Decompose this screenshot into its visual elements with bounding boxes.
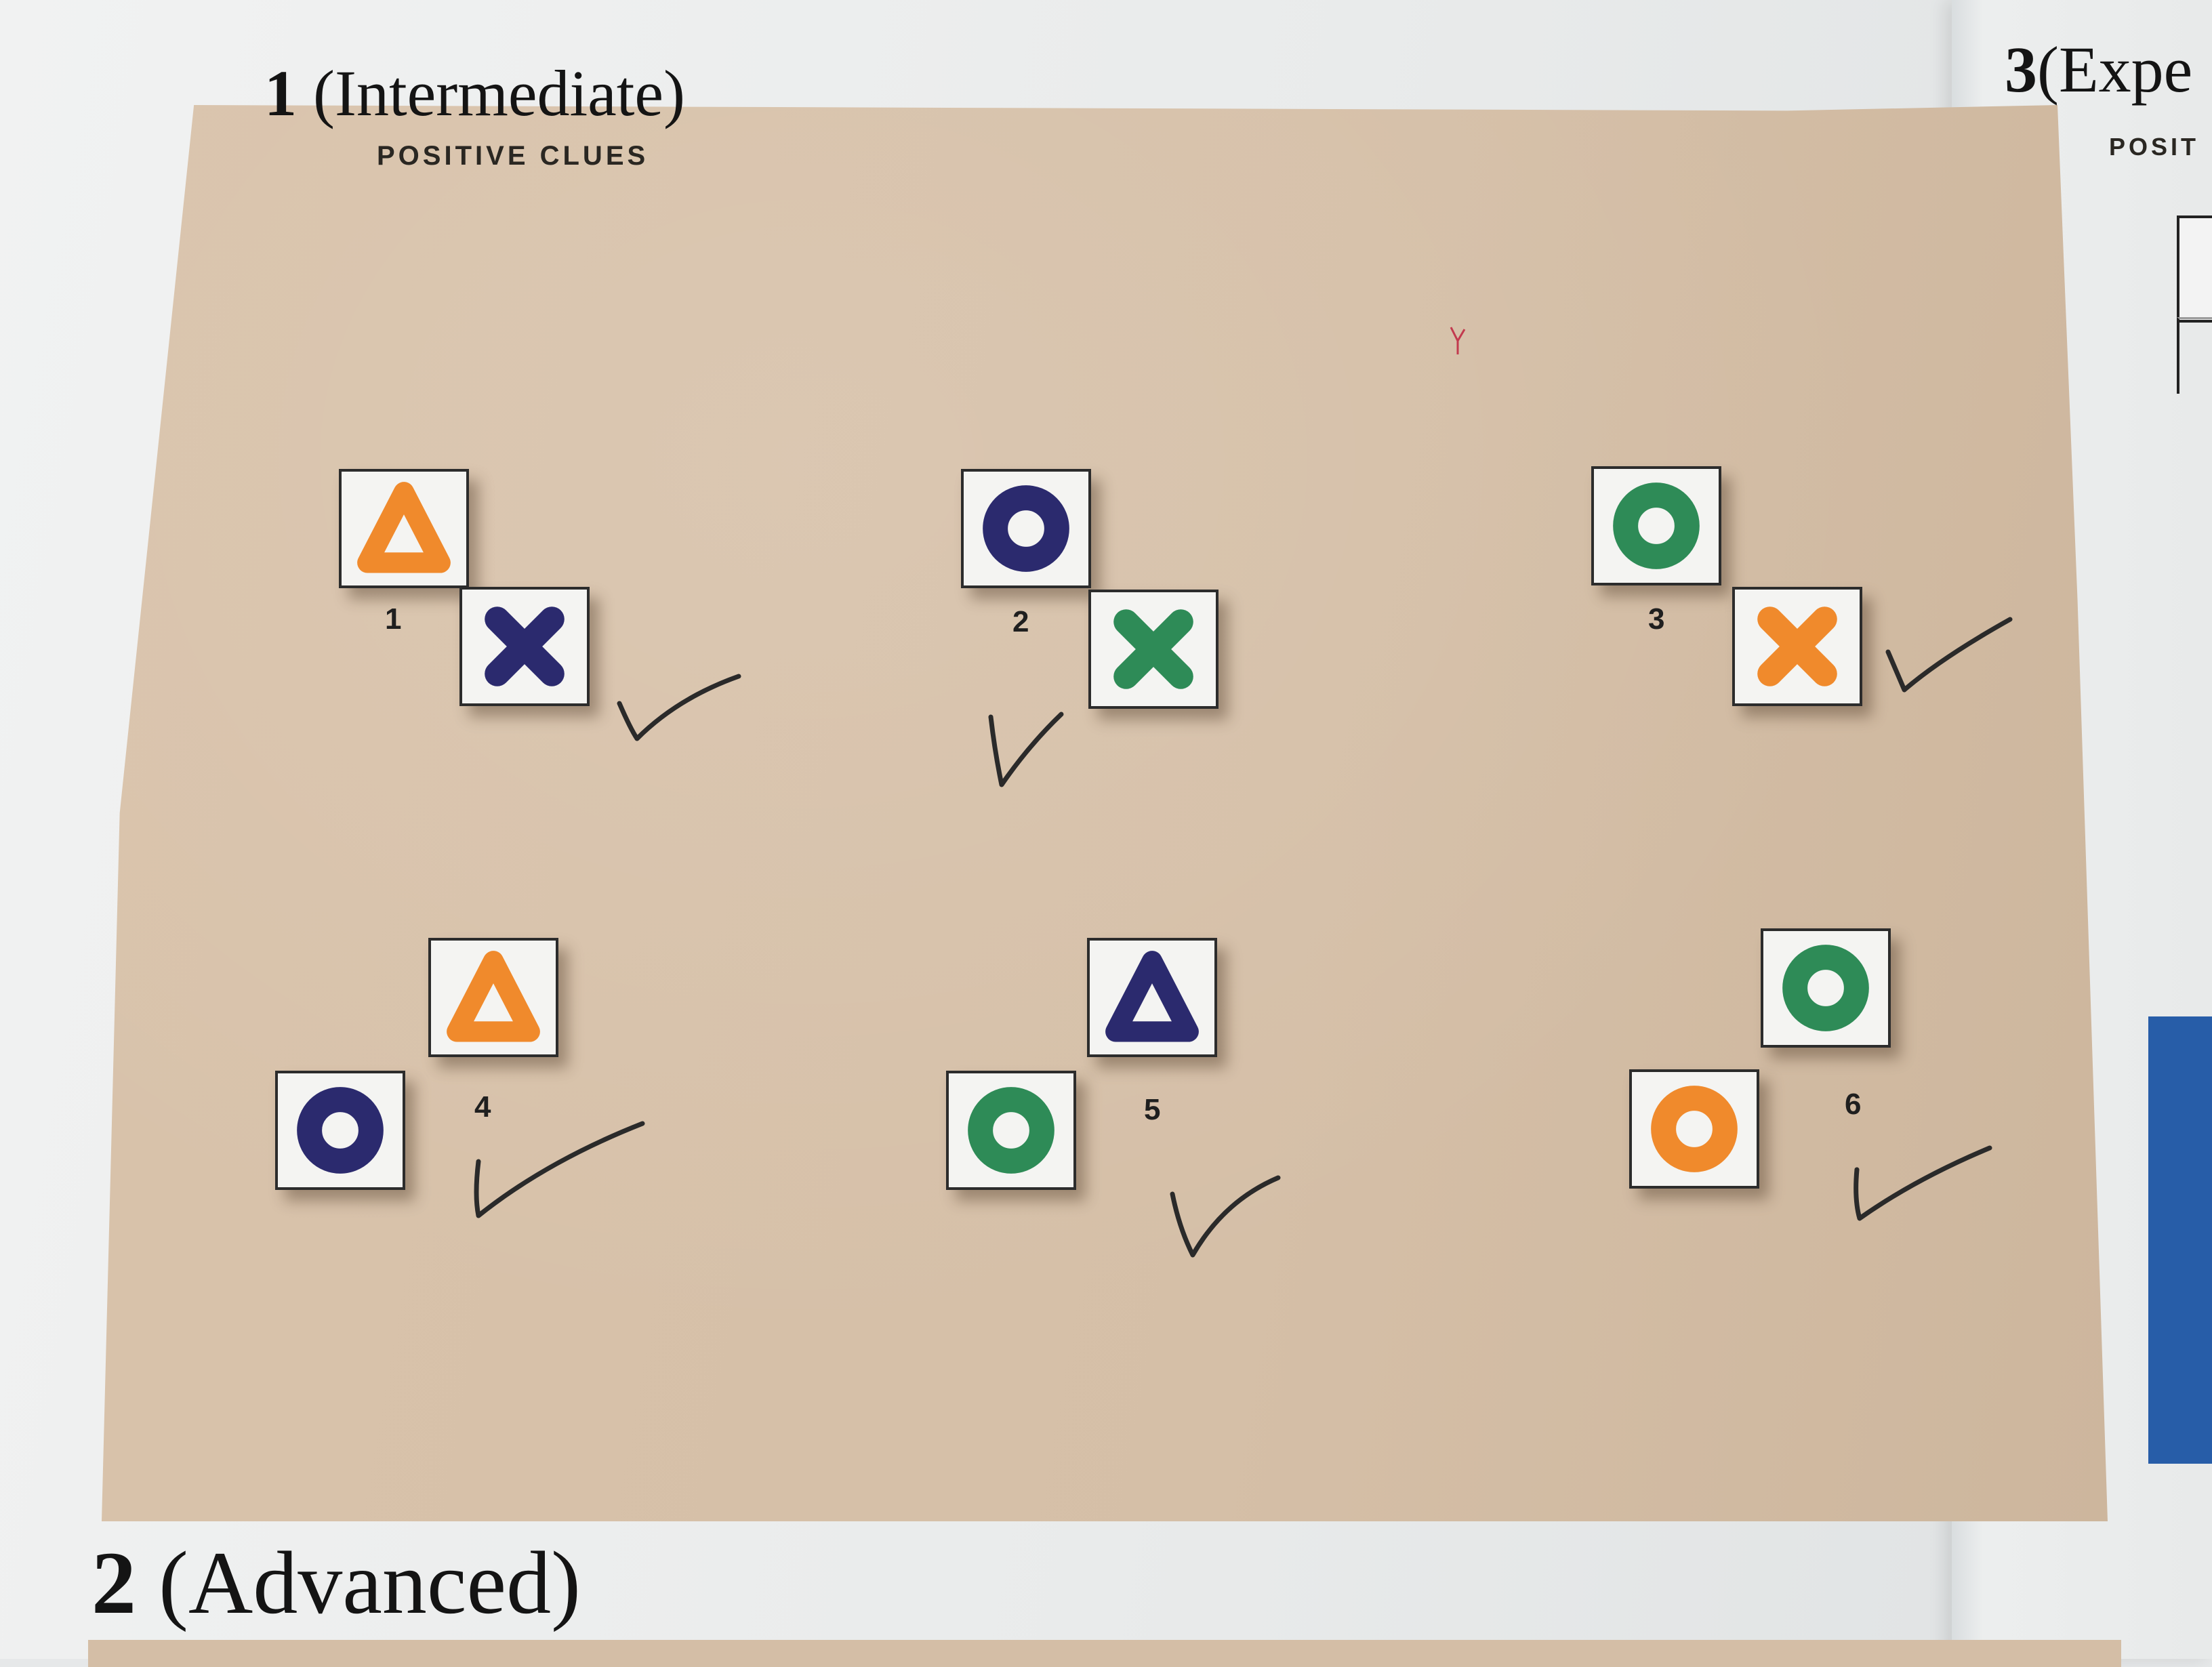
ring-shape <box>297 1087 384 1174</box>
checkmark-icon <box>617 674 741 741</box>
clue-2-tile-b <box>1088 590 1218 709</box>
ring-symbol-icon <box>983 485 1069 572</box>
ring-shape <box>983 485 1069 572</box>
section-title: (Intermediate) <box>313 57 685 129</box>
section-title: (Advanced) <box>159 1533 581 1632</box>
clue-3-tile-a <box>1591 466 1721 585</box>
clue-6-tile-b <box>1629 1069 1759 1189</box>
clue-number-5: 5 <box>1144 1093 1161 1126</box>
triangle-shape <box>1105 951 1199 1042</box>
section-number: 1 <box>264 57 297 129</box>
clue-1-tile-b <box>459 587 590 706</box>
positive-clues-label: POSITIVE CLUES <box>377 141 649 171</box>
clue-1-tile-a <box>339 469 469 588</box>
positive-clues-label-cropped: POSIT <box>2109 133 2200 161</box>
checkmark-icon <box>1170 1175 1281 1258</box>
section-title: (Expe <box>2037 33 2193 106</box>
clue-3-tile-b <box>1732 587 1862 706</box>
ring-shape <box>968 1087 1054 1174</box>
pen-mark <box>1450 327 1466 354</box>
triangle-symbol-icon <box>447 951 540 1042</box>
ring-symbol-icon <box>1651 1086 1738 1172</box>
ring-symbol-icon <box>297 1087 384 1174</box>
clue-5-tile-b <box>946 1071 1076 1190</box>
clue-2-tile-a <box>961 469 1091 588</box>
expert-grid-fragment <box>2177 215 2212 323</box>
section-heading-advanced: 2 (Advanced) <box>91 1538 581 1628</box>
section-heading-expert: 3(Expe <box>2005 37 2192 102</box>
ring-symbol-icon <box>1782 945 1869 1031</box>
clue-number-3: 3 <box>1648 602 1665 636</box>
clue-number-2: 2 <box>1012 605 1029 638</box>
cross-shape <box>1113 609 1193 689</box>
ring-symbol-icon <box>1613 482 1700 569</box>
puzzle-panel-advanced <box>88 1640 2121 1667</box>
triangle-shape <box>357 482 451 573</box>
checkmark-icon <box>474 1121 645 1218</box>
triangle-shape <box>447 951 540 1042</box>
puzzle-panel-intermediate <box>102 105 2108 1521</box>
section-heading-intermediate: 1 (Intermediate) <box>264 61 685 126</box>
clue-number-4: 4 <box>474 1090 491 1124</box>
clue-5-tile-a <box>1087 938 1217 1057</box>
cross-symbol-icon <box>485 606 565 686</box>
ring-shape <box>1782 945 1869 1031</box>
ring-symbol-icon <box>968 1087 1054 1174</box>
ring-shape <box>1651 1086 1738 1172</box>
checkmark-icon <box>1885 617 2013 693</box>
expert-grid-line <box>2177 317 2212 394</box>
ring-shape <box>1613 482 1700 569</box>
section-number: 3 <box>2005 33 2037 106</box>
clue-4-tile-b <box>275 1071 405 1190</box>
checkmark-icon <box>1853 1145 1992 1221</box>
triangle-symbol-icon <box>1105 951 1199 1042</box>
cross-shape <box>485 606 565 686</box>
cross-symbol-icon <box>1113 609 1193 689</box>
triangle-symbol-icon <box>357 482 451 573</box>
blue-block <box>2148 1016 2212 1464</box>
clue-number-1: 1 <box>385 602 402 636</box>
checkmark-icon <box>988 712 1064 787</box>
clue-4-tile-a <box>428 938 558 1057</box>
clue-number-6: 6 <box>1845 1088 1862 1121</box>
cross-shape <box>1757 606 1837 686</box>
section-number: 2 <box>91 1533 136 1632</box>
clue-6-tile-a <box>1761 928 1891 1048</box>
cross-symbol-icon <box>1757 606 1837 686</box>
